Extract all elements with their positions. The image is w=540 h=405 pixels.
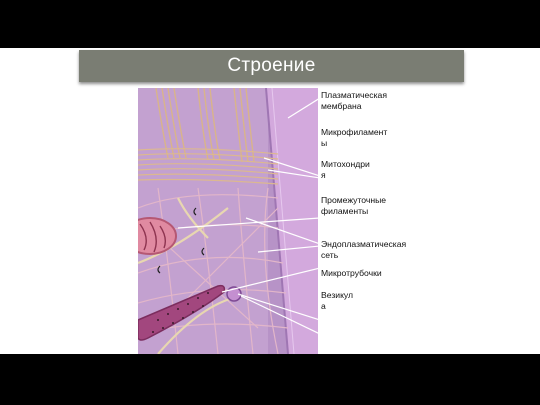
label-microfilaments: Микрофиламент ы [321,127,388,148]
plasma-membrane [266,88,318,354]
mitochondrion [138,217,177,255]
label-plasma-membrane: Плазматическая мембрана [321,90,387,111]
slide-title: Строение [227,55,316,76]
pointer-lines [177,98,318,334]
cell-structure-figure: Плазматическая мембрана Микрофиламент ы … [138,88,462,354]
cytoskeleton-illustration [138,88,318,354]
label-mitochondrion: Митохондри я [321,159,370,180]
label-microtubules: Микротрубочки [321,268,382,278]
label-endoplasmic-reticulum: Эндоплазматическая сеть [321,239,407,260]
slide: Строение [0,48,540,354]
title-bar: Строение [79,50,464,82]
label-vesicle: Везикул а [321,290,354,311]
microtubules [138,197,234,354]
label-intermediate-filaments: Промежуточные филаменты [321,195,387,216]
